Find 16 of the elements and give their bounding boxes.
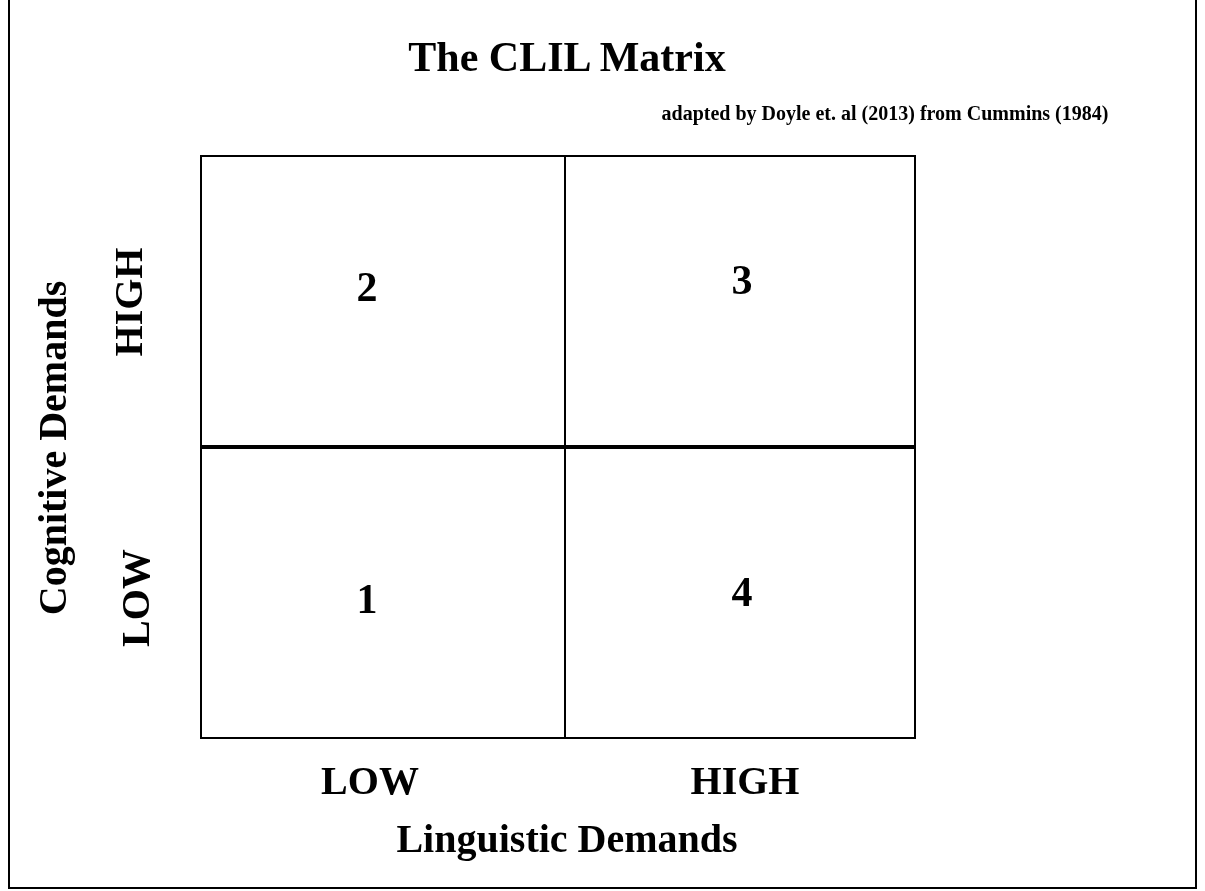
matrix-quadrant <box>564 447 916 739</box>
source-note: adapted by Doyle et. al (2013) from Cummins (1984) <box>661 101 1109 125</box>
quadrant-number: 4 <box>731 571 753 613</box>
axis-level-label: HIGH <box>690 756 800 804</box>
quadrant-number: 3 <box>731 259 753 301</box>
quadrant-number: 1 <box>356 578 378 620</box>
matrix-quadrant <box>564 155 916 447</box>
axis-level-label: HIGH <box>104 247 152 357</box>
quadrant-number: 2 <box>356 266 378 308</box>
axis-title: Linguistic Demands <box>396 814 738 862</box>
matrix-quadrant <box>200 155 566 447</box>
axis-level-label: LOW <box>321 756 419 804</box>
title: The CLIL Matrix <box>408 33 726 81</box>
axis-level-label: LOW <box>111 549 159 647</box>
axis-title: Cognitive Demands <box>28 280 76 616</box>
matrix-quadrant <box>200 447 566 739</box>
